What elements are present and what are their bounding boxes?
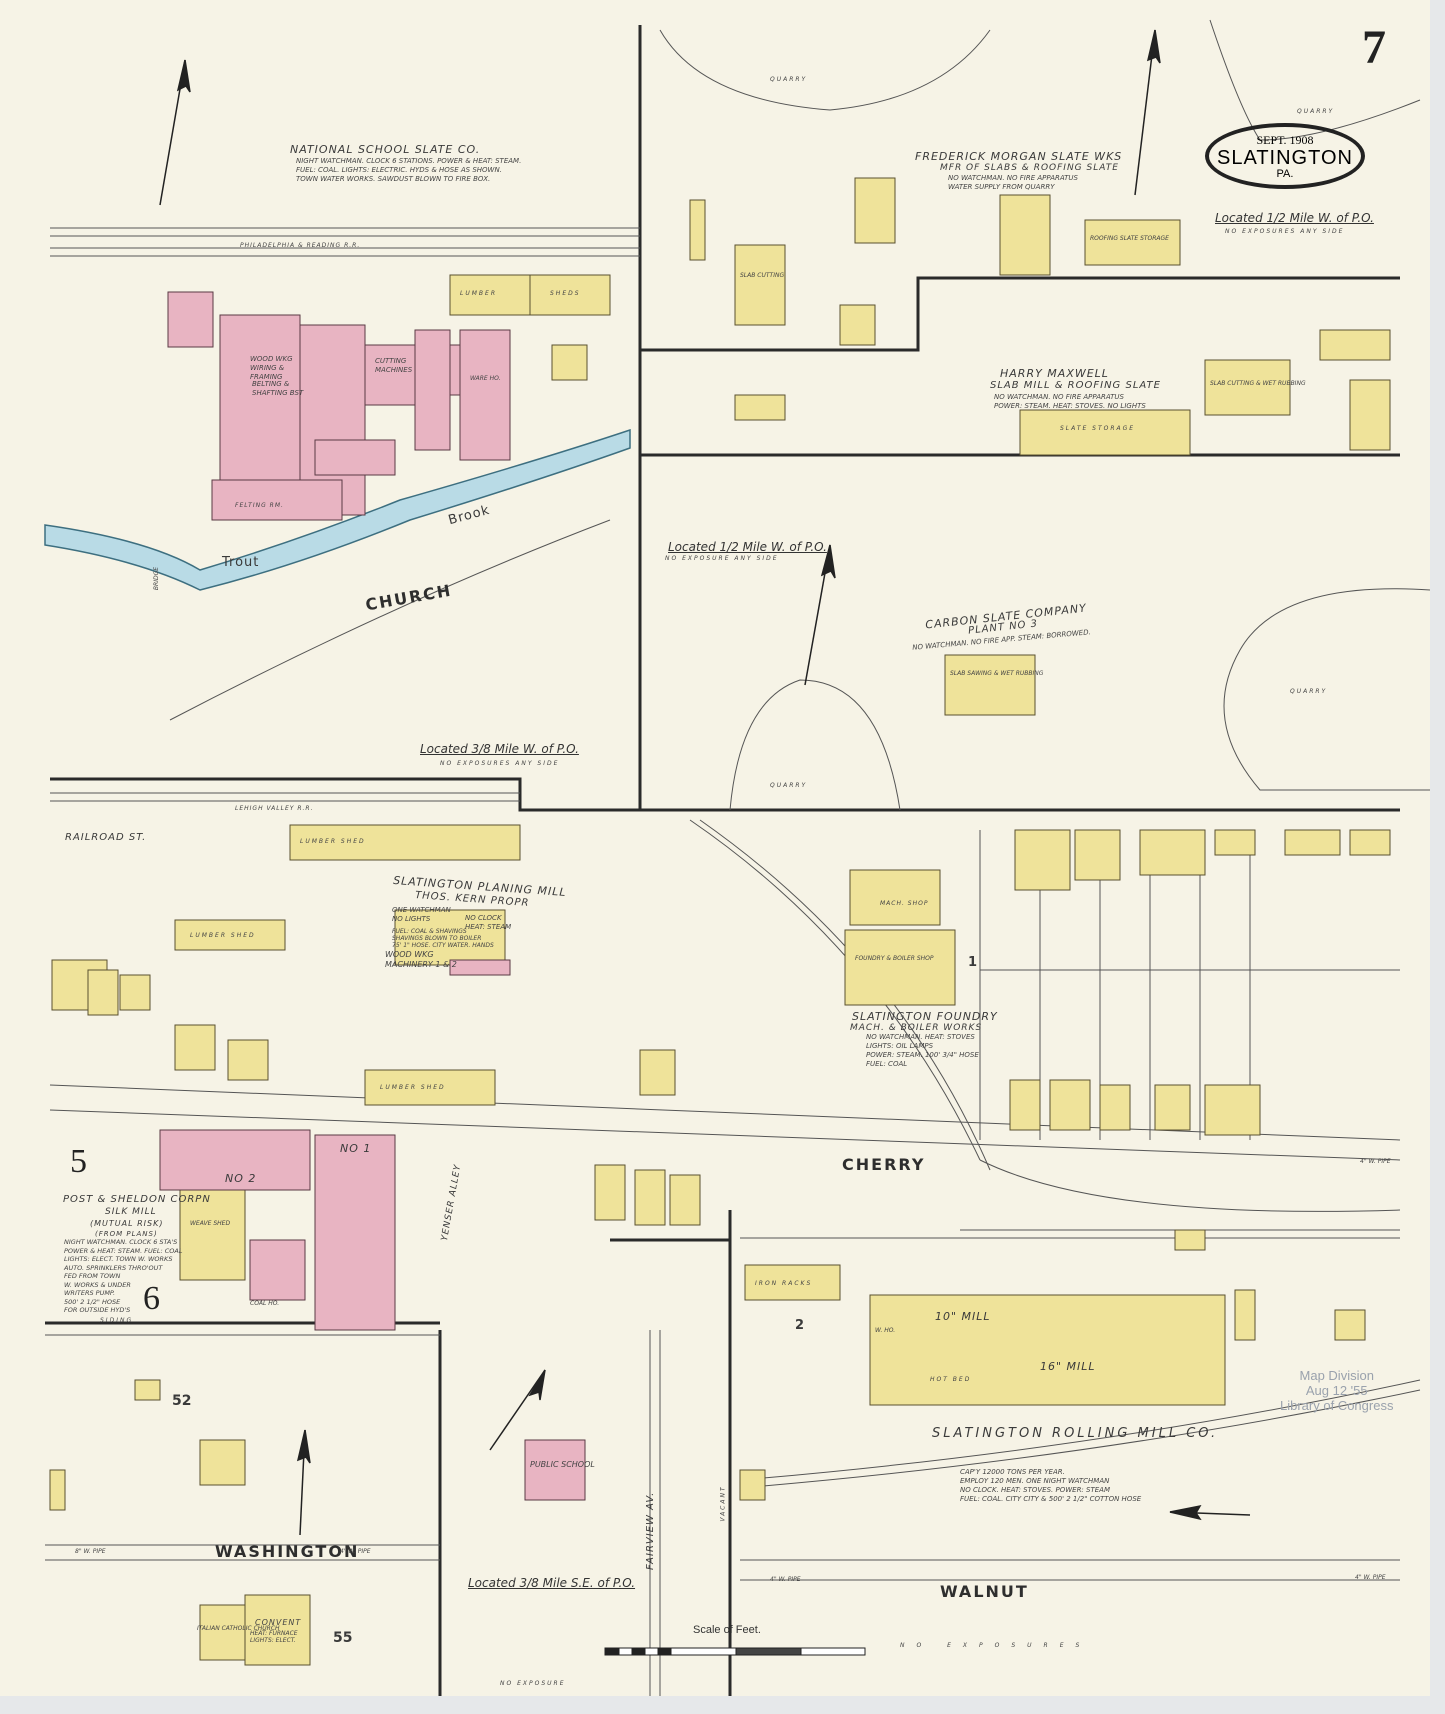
w-pipe-label-5: 8" W. PIPE	[75, 1548, 106, 1555]
firm-post-sheldon-sub: SILK MILL	[105, 1207, 157, 1217]
rolling-mill-10: 10" MILL	[935, 1310, 991, 1323]
title-state: PA.	[1276, 168, 1294, 180]
roofing-slate-storage-label: ROOFING SLATE STORAGE	[1090, 235, 1169, 242]
firm-foundry: SLATINGTON FOUNDRY	[852, 1010, 998, 1023]
rr-lehigh-valley: LEHIGH VALLEY R.R.	[235, 805, 314, 812]
block-number-6: 6	[143, 1280, 160, 1317]
firm-frederick-morgan-sub: MFR OF SLABS & ROOFING SLATE	[940, 163, 1119, 173]
slate-storage-label: SLATE STORAGE	[1060, 425, 1136, 432]
water-trout: Trout	[222, 555, 260, 570]
wood-wkg-label: WOOD WKG WIRING & FRAMING	[250, 355, 293, 381]
firm-harry-maxwell-notes: NO WATCHMAN. NO FIRE APPARATUS POWER: ST…	[994, 393, 1146, 410]
planing-mill-notes-right: NO CLOCK HEAT: STEAM	[465, 914, 512, 931]
lumber-label: LUMBER	[460, 290, 497, 297]
lumber-shed-2: LUMBER SHED	[190, 932, 256, 939]
firm-post-sheldon-risk: (MUTUAL RISK)	[90, 1219, 164, 1228]
firm-foundry-sub: MACH. & BOILER WORKS	[850, 1023, 983, 1033]
location-note-mid: Located 1/2 Mile W. of P.O.	[668, 540, 827, 554]
map-drawing	[44, 19, 1430, 1696]
title-cartouche: SEPT. 1908 SLATINGTON PA.	[1205, 123, 1365, 189]
firm-harry-maxwell: HARRY MAXWELL	[1000, 367, 1109, 380]
firm-post-sheldon-from: (FROM PLANS)	[95, 1230, 158, 1238]
street-walnut: WALNUT	[940, 1582, 1029, 1601]
quarry-label-1: QUARRY	[770, 76, 808, 83]
library-stamp: Map Division Aug 12 '55 Library of Congr…	[1280, 1368, 1393, 1413]
firm-post-sheldon-notes: NIGHT WATCHMAN. CLOCK 6 STA'S POWER & HE…	[64, 1238, 183, 1314]
block-number-52: 52	[172, 1393, 192, 1409]
location-note-se: Located 3/8 Mile S.E. of P.O.	[468, 1576, 636, 1590]
block-number-5: 5	[70, 1143, 87, 1180]
firm-rolling-mill-notes: CAP'Y 12000 TONS PER YEAR. EMPLOY 120 ME…	[960, 1468, 1142, 1503]
felting-rm-label: FELTING RM.	[235, 502, 284, 509]
location-note-mid-sub: NO EXPOSURE ANY SIDE	[665, 555, 779, 562]
firm-harry-maxwell-sub: SLAB MILL & ROOFING SLATE	[990, 380, 1161, 391]
map-sheet: 7 SEPT. 1908 SLATINGTON PA. NATIONAL SCH…	[0, 0, 1430, 1696]
street-washington: WASHINGTON	[215, 1542, 360, 1561]
slab-sawing-label: SLAB SAWING & WET RUBBING	[950, 670, 1044, 677]
cutting-machines-label: CUTTING MACHINES	[375, 357, 413, 374]
title-town: SLATINGTON	[1217, 147, 1353, 169]
stamp-line-3: Library of Congress	[1280, 1398, 1394, 1413]
street-fairview: FAIRVIEW AV.	[645, 1491, 656, 1570]
planing-mill-machinery: WOOD WKG MACHINERY 1 & 2	[385, 950, 457, 969]
scale-label: Scale of Feet.	[693, 1624, 761, 1636]
convent-label: CONVENT	[255, 1618, 302, 1627]
quarry-label-2: QUARRY	[1297, 108, 1335, 115]
w-pipe-label-3: 4" W. PIPE	[770, 1576, 801, 1583]
firm-frederick-morgan: FREDERICK MORGAN SLATE WKS	[915, 150, 1123, 163]
mach-shop-label: MACH. SHOP	[880, 900, 929, 907]
slab-cutting-wet-label: SLAB CUTTING & WET RUBBING	[1210, 380, 1306, 387]
location-note-nw-sub: NO EXPOSURES ANY SIDE	[440, 760, 560, 767]
firm-frederick-morgan-notes: NO WATCHMAN. NO FIRE APPARATUS WATER SUP…	[948, 174, 1078, 191]
italian-church-label: ITALIAN CATHOLIC CHURCH	[197, 1625, 280, 1632]
firm-national-school-notes: NIGHT WATCHMAN. CLOCK 6 STATIONS. POWER …	[296, 157, 522, 183]
planing-mill-notes-left: ONE WATCHMAN NO LIGHTS	[392, 906, 451, 923]
iron-racks-label: IRON RACKS	[755, 1280, 813, 1287]
block-number-2: 2	[795, 1318, 806, 1333]
location-note-nw: Located 3/8 Mile W. of P.O.	[420, 742, 579, 756]
ware-ho-label: WARE HO.	[470, 375, 501, 382]
location-note-ne: Located 1/2 Mile W. of P.O.	[1215, 211, 1374, 225]
lumber-shed-1: LUMBER SHED	[300, 838, 366, 845]
block-number-55: 55	[333, 1630, 353, 1646]
convent-notes: HEAT: FURNACE LIGHTS: ELECT.	[250, 1630, 298, 1644]
belting-label: BELTING & SHAFTING BST	[252, 380, 304, 397]
stamp-line-2: Aug 12 '55	[1305, 1383, 1368, 1398]
firm-national-school: NATIONAL SCHOOL SLATE CO.	[290, 143, 481, 156]
street-railroad: RAILROAD ST.	[65, 832, 147, 843]
firm-rolling-mill: SLATINGTON ROLLING MILL CO.	[932, 1426, 1219, 1441]
foundry-boiler-label: FOUNDRY & BOILER SHOP	[855, 955, 934, 962]
siding-label: SIDING	[100, 1317, 134, 1324]
location-note-ne-sub: NO EXPOSURES ANY SIDE	[1225, 228, 1345, 235]
w-pipe-label-1: 4" W. PIPE	[1360, 1158, 1391, 1165]
quarry-label-4: QUARRY	[770, 782, 808, 789]
rolling-mill-w-ho: W. HO.	[875, 1327, 896, 1334]
no-exposure-label: NO EXPOSURE	[500, 1680, 566, 1687]
sheet-number: 7	[1362, 21, 1386, 74]
rr-phila-reading: PHILADELPHIA & READING R.R.	[240, 242, 361, 249]
weave-shed-label: WEAVE SHED	[190, 1220, 231, 1227]
coal-ho-label: COAL HO.	[250, 1300, 280, 1307]
rolling-mill-16: 16" MILL	[1040, 1360, 1096, 1373]
public-school-label: PUBLIC SCHOOL	[530, 1460, 595, 1469]
bridge-label: BRIDGE	[153, 566, 161, 591]
block-number-1: 1	[968, 955, 979, 970]
sheds-label: SHEDS	[550, 290, 581, 297]
rolling-mill-hot-bed: HOT BED	[930, 1376, 972, 1383]
planing-mill-building-notes: FUEL: COAL & SHAVINGS SHAVINGS BLOWN TO …	[392, 928, 494, 949]
lumber-shed-3: LUMBER SHED	[380, 1084, 446, 1091]
firm-post-sheldon: POST & SHELDON CORPN	[63, 1194, 211, 1205]
w-pipe-label-2: 4" W. PIPE	[340, 1548, 371, 1555]
mill-no1-label: NO 1	[340, 1142, 372, 1155]
firm-foundry-notes: NO WATCHMAN. HEAT: STOVES LIGHTS: OIL LA…	[866, 1033, 979, 1068]
no-exposures-label: NO EXPOSURES	[900, 1642, 1092, 1649]
quarry-label-3: QUARRY	[1290, 688, 1328, 695]
slab-cutting-label: SLAB CUTTING	[740, 272, 785, 279]
w-pipe-label-4: 4" W. PIPE	[1355, 1574, 1386, 1581]
stamp-line-1: Map Division	[1299, 1368, 1374, 1383]
title-date: SEPT. 1908	[1256, 133, 1314, 147]
vacant-label: VACANT	[719, 1485, 727, 1522]
mill-no2-label: NO 2	[225, 1172, 257, 1185]
street-cherry: CHERRY	[842, 1155, 926, 1174]
